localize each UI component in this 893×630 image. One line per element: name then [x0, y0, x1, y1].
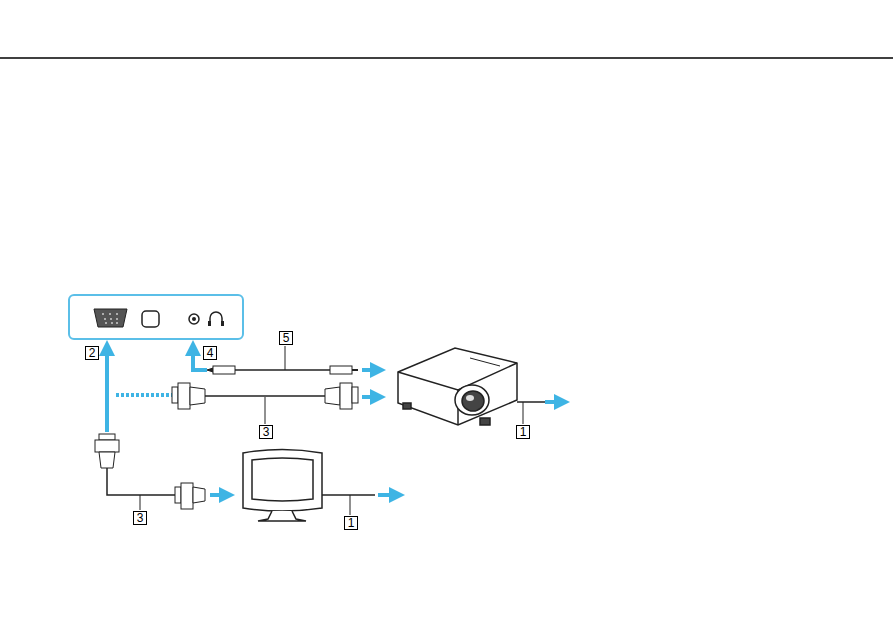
callout-number: 5 [279, 331, 293, 345]
direction-arrows [107, 348, 562, 495]
callout-number: 4 [203, 346, 217, 360]
callout-number: 2 [85, 346, 99, 360]
callout-number: 3 [259, 425, 273, 439]
audio-cable [207, 366, 358, 374]
monitor [243, 450, 375, 522]
header-rule [0, 57, 893, 59]
callout-number: 3 [133, 511, 147, 525]
callout-number: 1 [516, 425, 530, 439]
port-panel [69, 295, 243, 339]
leader-lines [140, 346, 523, 515]
display-cable [95, 434, 205, 509]
callout-number: 1 [344, 516, 358, 530]
projector [398, 348, 545, 425]
